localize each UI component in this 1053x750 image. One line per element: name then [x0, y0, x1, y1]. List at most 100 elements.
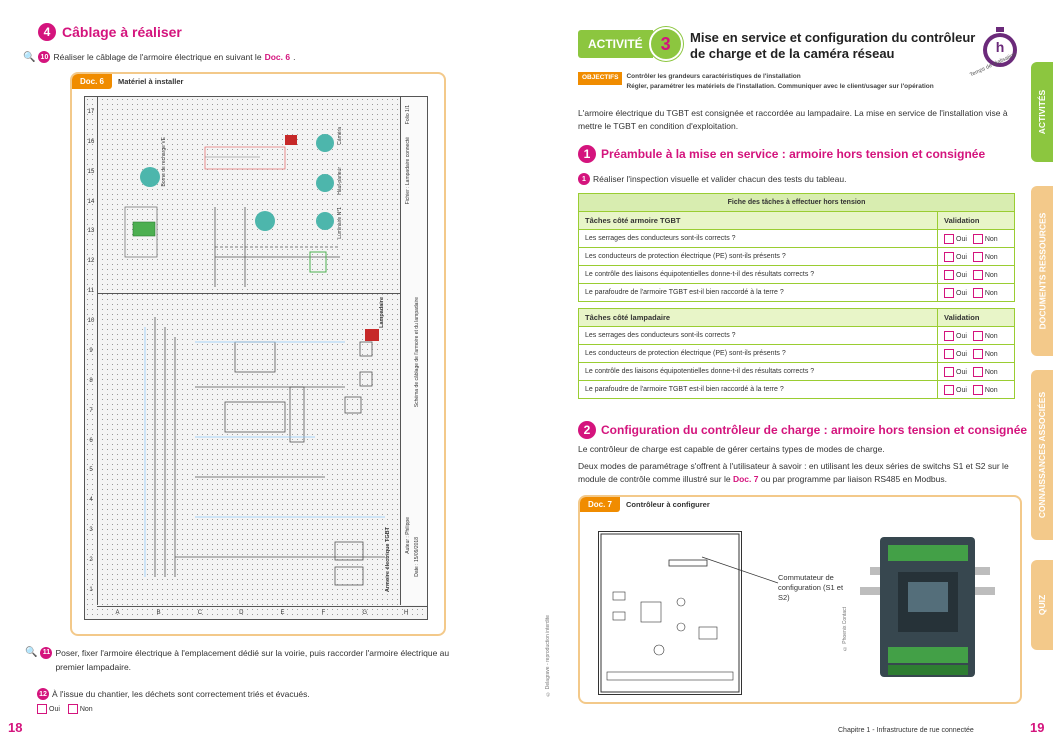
step-number-badge: 10 [38, 51, 51, 63]
table-row: Les serrages des conducteurs sont-ils co… [578, 326, 1015, 345]
oui-label: Oui [956, 253, 967, 261]
controller-diagram [598, 531, 742, 695]
oui-label: Oui [956, 289, 967, 297]
right-page-number: 19 [1030, 720, 1045, 735]
objectives-label: OBJECTIFS [578, 72, 623, 85]
step-text: Poser, fixer l'armoire électrique à l'em… [55, 648, 450, 672]
doc6-link[interactable]: Doc. 6 [264, 52, 291, 62]
doc7-title: Contrôleur à configurer [626, 500, 710, 509]
step-text: Réaliser l'inspection visuelle et valide… [593, 174, 847, 184]
timer-icon: h [976, 24, 1024, 72]
column-label: H [404, 610, 409, 616]
task-text: Le parafoudre de l'armoire TGBT est-il b… [578, 283, 938, 302]
callout-line [701, 556, 779, 584]
oui-label: Oui [956, 235, 967, 243]
row-label: 3 [89, 527, 93, 534]
task-text: Les conducteurs de protection électrique… [578, 344, 938, 363]
borne-label: Borne de recharge VE [161, 137, 167, 187]
step-number-badge: 12 [37, 688, 49, 700]
schematic-drawing [124, 134, 385, 586]
non-checkbox[interactable] [972, 384, 983, 395]
oui-checkbox[interactable] [37, 704, 47, 714]
controller-photo [860, 527, 995, 692]
step-number-badge: 11 [40, 647, 53, 659]
left-section-heading: 4 Câblage à réaliser [38, 23, 182, 41]
oui-checkbox[interactable] [944, 287, 954, 298]
group1-header: Tâches côté armoire TGBT [578, 211, 938, 230]
row-label: 5 [89, 467, 93, 474]
activity-title: Mise en service et configuration du cont… [690, 30, 975, 62]
non-checkbox[interactable] [972, 269, 983, 280]
section-2-title: Configuration du contrôleur de charge : … [601, 423, 1028, 437]
doc7-panel: Doc. 7 Contrôleur à configurer Commutate… [578, 495, 1022, 704]
oui-checkbox[interactable] [944, 384, 954, 395]
tasks-table: Fiche des tâches à effectuer hors tensio… [578, 193, 1015, 399]
non-checkbox[interactable] [972, 330, 983, 341]
title-block: Folio 1/1 Fichier : Lampadaire connecté … [400, 97, 427, 605]
side-tab-activites[interactable]: ACTIVITÉS [1031, 62, 1053, 162]
row-label: 17 [87, 108, 95, 115]
row-label: 13 [87, 228, 95, 235]
objectives: OBJECTIFS Contrôler les grandeurs caract… [578, 72, 934, 92]
non-label: Non [984, 289, 998, 297]
step-text: À l'issue du chantier, les déchets sont … [52, 689, 310, 699]
magnifier-icon: 🔍 [25, 647, 38, 658]
row-label: 9 [89, 347, 93, 354]
speaker-label: Haut-parleur [337, 167, 343, 195]
row-label: 7 [89, 407, 93, 414]
photo-credit: © Phoenix Contact [842, 607, 848, 652]
side-tab-quiz[interactable]: QUIZ [1031, 560, 1053, 650]
oui-checkbox[interactable] [944, 251, 954, 262]
table-row: Le parafoudre de l'armoire TGBT est-il b… [578, 380, 1015, 399]
validation-cell: Oui Non [937, 229, 1015, 248]
row-label: 6 [89, 437, 93, 444]
oui-checkbox[interactable] [944, 233, 954, 244]
row-label: 14 [87, 198, 95, 205]
side-tab-connaissances[interactable]: CONNAISSANCES ASSOCIÉES [1031, 370, 1053, 540]
non-checkbox[interactable] [972, 251, 983, 262]
doc6-title: Matériel à installer [118, 77, 184, 86]
non-checkbox[interactable] [67, 704, 78, 714]
validation-cell: Oui Non [937, 362, 1015, 381]
non-checkbox[interactable] [972, 287, 983, 298]
oui-checkbox[interactable] [944, 366, 954, 377]
row-label: 15 [87, 168, 95, 175]
column-label: E [280, 610, 285, 616]
left-page-number: 18 [8, 720, 23, 735]
non-checkbox[interactable] [972, 366, 983, 377]
oui-label: Oui [956, 386, 967, 394]
section-1-heading: 1 Préambule à la mise en service : armoi… [578, 145, 985, 163]
row-label: 16 [87, 138, 95, 145]
table-title: Fiche des tâches à effectuer hors tensio… [578, 193, 1015, 212]
section-number-badge: 4 [38, 23, 56, 41]
section-2-heading: 2 Configuration du contrôleur de charge … [578, 421, 1027, 439]
non-label: Non [984, 332, 998, 340]
non-checkbox[interactable] [972, 348, 983, 359]
oui-label: Oui [956, 332, 967, 340]
validation-cell: Oui Non [937, 247, 1015, 266]
doc7-link[interactable]: Doc. 7 [732, 474, 759, 484]
non-checkbox[interactable] [972, 233, 983, 244]
oui-checkbox[interactable] [944, 348, 954, 359]
column-label: D [239, 610, 244, 616]
activity-header: ACTIVITÉ 3 [578, 27, 683, 61]
activity-number: 3 [648, 27, 683, 61]
table-row: Le contrôle des liaisons équipotentielle… [578, 265, 1015, 284]
zone-divider [97, 293, 427, 294]
doc6-tag: Doc. 6 [72, 74, 113, 89]
side-tab-documents[interactable]: DOCUMENTS RESSOURCES [1031, 186, 1053, 356]
oui-label: Oui [956, 271, 967, 279]
section-2-paragraph-1: Le contrôleur de charge est capable de g… [578, 444, 885, 454]
oui-checkbox[interactable] [944, 269, 954, 280]
row-label: 1 [89, 586, 93, 593]
objective-2: Régler, paramétrer les matériels de l'in… [626, 83, 934, 90]
activity-title-line1: Mise en service et configuration du cont… [690, 30, 976, 45]
oui-checkbox[interactable] [944, 330, 954, 341]
validation-header: Validation [937, 308, 1015, 327]
non-label: Non [984, 368, 998, 376]
commutator-label: Commutateur de configuration (S1 et S2) [778, 573, 844, 602]
task-text: Le parafoudre de l'armoire TGBT est-il b… [578, 380, 938, 399]
non-label: Non [984, 235, 998, 243]
validation-cell: Oui Non [937, 380, 1015, 399]
